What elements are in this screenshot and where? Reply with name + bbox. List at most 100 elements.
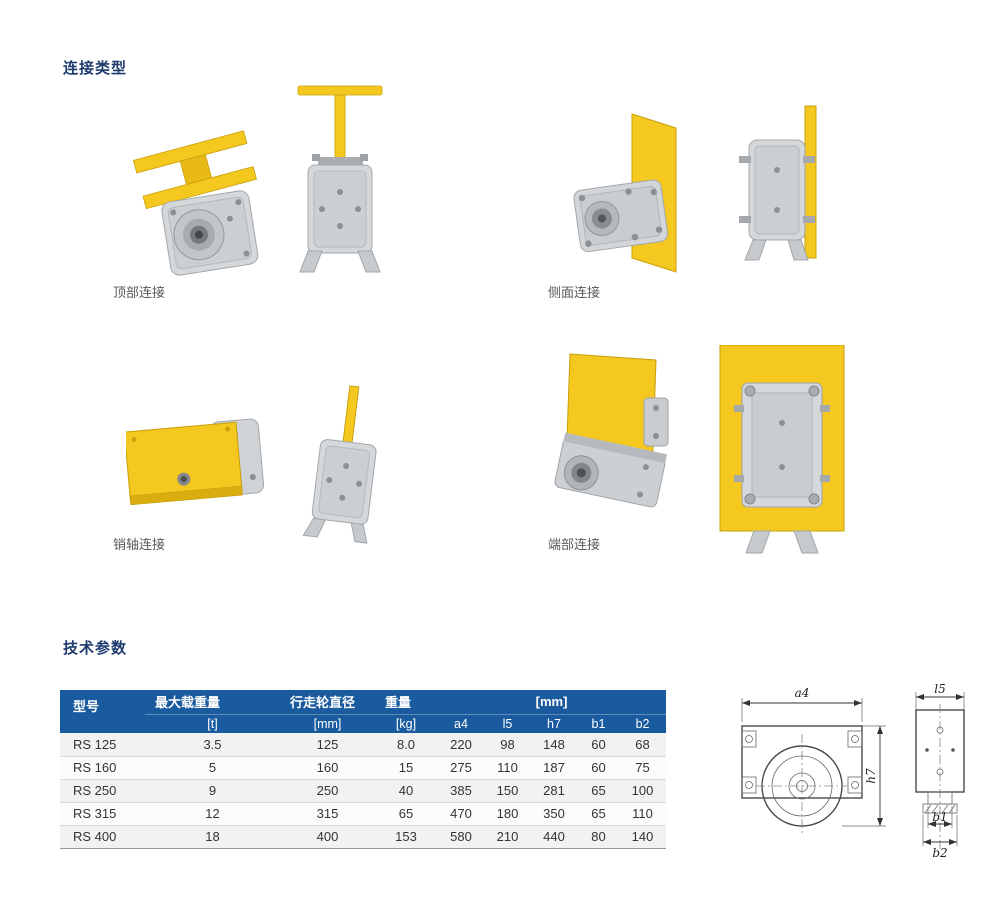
cell-max-load: 5 [145, 756, 280, 780]
dim-label-a4: a4 [795, 686, 810, 700]
cell-l5: 150 [485, 779, 530, 803]
cell-b1: 60 [578, 733, 619, 757]
pin-plate [123, 421, 243, 506]
table-row: RS 250 9 250 40 385 150 281 65 100 [60, 779, 667, 803]
front-view-drawing: a4 h7 [741, 686, 886, 834]
cell-weight: 8.0 [375, 733, 437, 757]
cell-max-load: 12 [145, 802, 280, 826]
cell-weight: 15 [375, 756, 437, 780]
pin-connection-plate-image [123, 390, 266, 555]
side-connection-front-image [572, 112, 697, 297]
top-connection-side-illustration [297, 85, 383, 273]
side-connection-end-image [733, 102, 833, 297]
trolley-plate [734, 382, 830, 554]
cell-model: RS 250 [60, 779, 145, 803]
cell-l5: 210 [485, 825, 530, 849]
cell-model: RS 400 [60, 825, 145, 849]
trolley-body [739, 139, 815, 261]
dim-label-b1: b1 [932, 810, 947, 824]
trolley-body [299, 154, 381, 273]
cell-b1: 60 [578, 756, 619, 780]
cell-max-load: 3.5 [145, 733, 280, 757]
cell-max-load: 18 [145, 825, 280, 849]
side-connection-end-illustration [739, 105, 817, 261]
cell-b2: 75 [619, 756, 667, 780]
dimension-diagram-front: a4 h7 [712, 684, 892, 864]
cell-weight: 65 [375, 802, 437, 826]
mount-bar [804, 105, 817, 259]
cell-model: RS 315 [60, 802, 145, 826]
unit-kg: [kg] [375, 713, 437, 733]
dimension-diagram-side: l5 b1 b2 [896, 682, 986, 874]
end-connection-front-illustration [554, 353, 669, 508]
trolley-body [573, 179, 669, 253]
col-header-a4: a4 [437, 713, 485, 733]
cell-wheel-diameter: 160 [280, 756, 375, 780]
cell-h7: 440 [530, 825, 578, 849]
cell-b1: 80 [578, 825, 619, 849]
cell-model: RS 160 [60, 756, 145, 780]
top-connection-side-image [288, 80, 393, 295]
table-row: RS 315 12 315 65 470 180 350 65 110 [60, 802, 667, 826]
col-header-weight: 重量 [375, 690, 437, 714]
cell-h7: 148 [530, 733, 578, 757]
i-beam [132, 130, 257, 210]
cell-weight: 40 [375, 779, 437, 803]
cell-a4: 470 [437, 802, 485, 826]
cell-wheel-diameter: 315 [280, 802, 375, 826]
caption-side-connection: 侧面连接 [548, 285, 601, 300]
top-connection-front-illustration [132, 130, 259, 276]
caption-pin-connection: 销轴连接 [113, 537, 166, 552]
clamp-bracket [643, 397, 669, 447]
tech-params-title: 技术参数 [63, 640, 128, 657]
cell-wheel-diameter: 400 [280, 825, 375, 849]
cell-l5: 180 [485, 802, 530, 826]
col-header-max-load: 最大载重量 [145, 690, 280, 714]
col-header-b1: b1 [578, 713, 619, 733]
col-header-model: 型号 [60, 690, 145, 733]
cell-h7: 187 [530, 756, 578, 780]
cell-b1: 65 [578, 779, 619, 803]
cell-b2: 110 [619, 802, 667, 826]
top-connection-front-image [130, 110, 265, 293]
trolley-body [161, 190, 259, 276]
trolley-body [554, 432, 668, 508]
caption-top-connection: 顶部连接 [113, 285, 166, 300]
table-row: RS 160 5 160 15 275 110 187 60 75 [60, 756, 667, 780]
cell-h7: 281 [530, 779, 578, 803]
unit-t: [t] [145, 713, 280, 733]
end-connection-plate-image [702, 344, 862, 570]
trolley-body [302, 439, 377, 544]
cell-wheel-diameter: 250 [280, 779, 375, 803]
cell-a4: 385 [437, 779, 485, 803]
pin-connection-end-illustration [302, 385, 377, 544]
cell-l5: 98 [485, 733, 530, 757]
cell-l5: 110 [485, 756, 530, 780]
cell-h7: 350 [530, 802, 578, 826]
dim-label-h7: h7 [864, 768, 878, 784]
t-bar [297, 85, 383, 160]
cell-b2: 100 [619, 779, 667, 803]
cell-a4: 275 [437, 756, 485, 780]
table-row: RS 125 3.5 125 8.0 220 98 148 60 68 [60, 733, 667, 757]
pin-connection-plate-illustration [123, 418, 265, 506]
end-connection-plate-illustration [719, 344, 845, 554]
cell-model: RS 125 [60, 733, 145, 757]
col-header-h7: h7 [530, 713, 578, 733]
col-header-mm-group: [mm] [437, 690, 667, 714]
cell-wheel-diameter: 125 [280, 733, 375, 757]
unit-mm: [mm] [280, 713, 375, 733]
pin-connection-end-image [296, 382, 396, 559]
end-connection-front-image [540, 352, 700, 557]
dim-label-b2: b2 [932, 846, 947, 860]
cell-b2: 68 [619, 733, 667, 757]
cell-a4: 580 [437, 825, 485, 849]
cell-b1: 65 [578, 802, 619, 826]
cell-b2: 140 [619, 825, 667, 849]
col-header-l5: l5 [485, 713, 530, 733]
col-header-b2: b2 [619, 713, 667, 733]
table-row: RS 400 18 400 153 580 210 440 80 140 [60, 825, 667, 849]
side-connection-front-illustration [573, 113, 677, 273]
side-view-drawing: l5 b1 b2 [915, 682, 965, 860]
dim-label-l5: l5 [934, 684, 945, 696]
